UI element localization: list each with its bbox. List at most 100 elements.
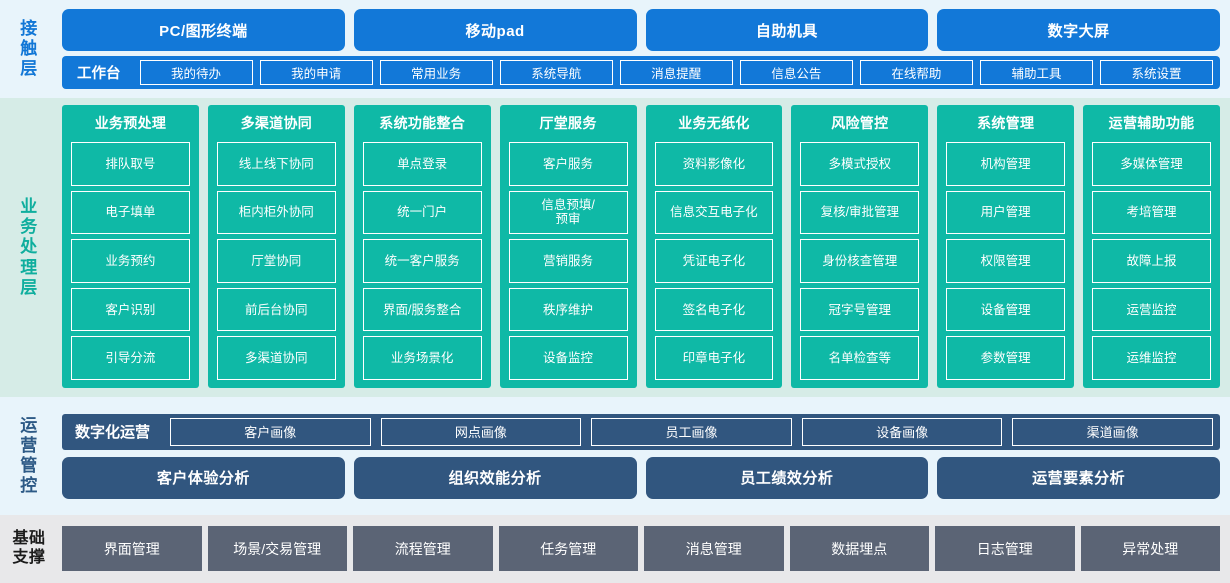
channel-card-label: PC/图形终端 <box>159 22 248 40</box>
business-column-title: 系统功能整合 <box>379 115 466 131</box>
ops-layer-label-text: 运 营 管 控 <box>20 415 38 496</box>
base-layer-body: 界面管理 场景/交易管理 流程管理 任务管理 消息管理 数据埋点 日志管理 异常… <box>58 515 1230 583</box>
workbench-item[interactable]: 在线帮助 <box>859 60 973 85</box>
base-card-label: 场景/交易管理 <box>233 540 322 557</box>
business-item[interactable]: 业务场景化 <box>362 336 482 380</box>
business-item[interactable]: 运营监控 <box>1092 287 1211 332</box>
business-column-ops-support: 运营辅助功能 多媒体管理 考培管理 故障上报 运营监控 运维监控 <box>1083 105 1220 388</box>
business-item[interactable]: 故障上报 <box>1092 239 1211 283</box>
business-item[interactable]: 排队取号 <box>71 142 190 186</box>
channel-card[interactable]: 移动pad <box>353 9 637 51</box>
business-item[interactable]: 冠字号管理 <box>800 287 920 332</box>
business-item[interactable]: 秩序维护 <box>508 287 628 332</box>
workbench-item[interactable]: 我的申请 <box>259 60 373 85</box>
business-item[interactable]: 客户服务 <box>508 142 628 186</box>
portrait-item[interactable]: 员工画像 <box>591 417 792 446</box>
portrait-item[interactable]: 设备画像 <box>801 417 1003 446</box>
business-item[interactable]: 信息预填/ 预审 <box>508 190 628 235</box>
business-item[interactable]: 签名电子化 <box>654 287 774 332</box>
analysis-card-label: 员工绩效分析 <box>740 470 834 487</box>
business-item[interactable]: 单点登录 <box>362 142 482 186</box>
business-item[interactable]: 信息交互电子化 <box>654 190 774 235</box>
workbench-item[interactable]: 常用业务 <box>379 60 493 85</box>
business-item[interactable]: 凭证电子化 <box>654 239 774 283</box>
business-column-multichannel: 多渠道协同 线上线下协同 柜内柜外协同 厅堂协同 前后台协同 多渠道协同 <box>207 105 345 388</box>
digital-operations-bar: 数字化运营 客户画像 网点画像 员工画像 设备画像 渠道画像 <box>62 413 1220 450</box>
workbench-item[interactable]: 我的待办 <box>139 60 253 85</box>
analysis-card-row: 客户体验分析 组织效能分析 员工绩效分析 运营要素分析 <box>62 456 1220 499</box>
ops-layer-label: 运 营 管 控 <box>0 397 58 515</box>
business-item[interactable]: 资料影像化 <box>654 142 774 186</box>
base-card[interactable]: 日志管理 <box>935 526 1075 571</box>
channel-card[interactable]: 自助机具 <box>645 9 929 51</box>
business-item[interactable]: 客户识别 <box>71 287 190 332</box>
business-item[interactable]: 身份核查管理 <box>800 239 920 283</box>
business-item[interactable]: 运维监控 <box>1092 336 1211 380</box>
business-item[interactable]: 电子填单 <box>71 190 190 235</box>
business-item[interactable]: 柜内柜外协同 <box>216 190 336 235</box>
business-item[interactable]: 业务预约 <box>71 239 190 283</box>
business-item[interactable]: 名单检查等 <box>800 336 920 380</box>
base-card[interactable]: 场景/交易管理 <box>207 526 347 571</box>
business-item[interactable]: 设备管理 <box>946 287 1066 332</box>
business-item[interactable]: 考培管理 <box>1092 190 1211 235</box>
business-item[interactable]: 设备监控 <box>508 336 628 380</box>
base-card[interactable]: 异常处理 <box>1080 526 1220 571</box>
base-card-label: 流程管理 <box>394 540 451 557</box>
channel-card[interactable]: PC/图形终端 <box>62 9 345 51</box>
workbench-item[interactable]: 系统导航 <box>499 60 613 85</box>
channel-card-label: 数字大屏 <box>1047 22 1110 40</box>
base-card[interactable]: 流程管理 <box>353 526 493 571</box>
business-item[interactable]: 统一门户 <box>362 190 482 235</box>
business-item[interactable]: 参数管理 <box>946 336 1066 380</box>
analysis-card[interactable]: 员工绩效分析 <box>645 456 929 499</box>
business-item[interactable]: 机构管理 <box>946 142 1066 186</box>
portrait-item[interactable]: 客户画像 <box>170 417 371 446</box>
base-card[interactable]: 消息管理 <box>644 526 784 571</box>
business-item[interactable]: 线上线下协同 <box>216 142 336 186</box>
business-item[interactable]: 用户管理 <box>946 190 1066 235</box>
ops-layer-body: 数字化运营 客户画像 网点画像 员工画像 设备画像 渠道画像 客户体验分析 组织… <box>58 397 1230 515</box>
contact-layer-label-text: 接 触 层 <box>20 18 38 79</box>
analysis-card[interactable]: 客户体验分析 <box>62 456 345 499</box>
workbench-title: 工作台 <box>77 66 121 82</box>
contact-layer-band: 接 触 层 PC/图形终端 移动pad 自助机具 数字大屏 工作台 我的待办 我… <box>0 0 1230 98</box>
business-item[interactable]: 权限管理 <box>946 239 1066 283</box>
analysis-card[interactable]: 组织效能分析 <box>353 456 637 499</box>
base-card[interactable]: 任务管理 <box>498 526 638 571</box>
business-item[interactable]: 营销服务 <box>508 239 628 283</box>
channel-card-label: 移动pad <box>465 22 525 40</box>
analysis-card[interactable]: 运营要素分析 <box>937 456 1220 499</box>
business-column-title: 业务预处理 <box>94 115 167 131</box>
digital-operations-title: 数字化运营 <box>75 424 151 441</box>
business-item[interactable]: 统一客户服务 <box>362 239 482 283</box>
workbench-item[interactable]: 系统设置 <box>1100 60 1214 85</box>
business-item[interactable]: 复核/审批管理 <box>800 190 920 235</box>
business-item[interactable]: 界面/服务整合 <box>362 287 482 332</box>
base-card[interactable]: 界面管理 <box>62 526 202 571</box>
workbench-item[interactable]: 信息公告 <box>739 60 853 85</box>
portrait-item[interactable]: 网点画像 <box>380 417 582 446</box>
base-card-label: 异常处理 <box>1122 540 1179 557</box>
workbench-item-label: 信息公告 <box>771 67 822 81</box>
business-item[interactable]: 多媒体管理 <box>1092 142 1211 186</box>
base-card[interactable]: 数据埋点 <box>789 526 929 571</box>
business-column-risk-control: 风险管控 多模式授权 复核/审批管理 身份核查管理 冠字号管理 名单检查等 <box>791 105 929 388</box>
business-layer-label-text: 业 务 处 理 层 <box>20 197 38 297</box>
business-item[interactable]: 厅堂协同 <box>216 239 336 283</box>
analysis-card-label: 组织效能分析 <box>448 470 542 487</box>
portrait-item[interactable]: 渠道画像 <box>1012 417 1213 446</box>
channel-card-label: 自助机具 <box>755 22 818 40</box>
base-card-label: 界面管理 <box>103 540 160 557</box>
portrait-item-label: 设备画像 <box>876 425 929 440</box>
workbench-item[interactable]: 消息提醒 <box>619 60 733 85</box>
business-item[interactable]: 多模式授权 <box>800 142 920 186</box>
business-column-title: 运营辅助功能 <box>1108 115 1195 131</box>
business-item[interactable]: 印章电子化 <box>654 336 774 380</box>
channel-card[interactable]: 数字大屏 <box>937 9 1220 51</box>
business-item[interactable]: 多渠道协同 <box>216 336 336 380</box>
business-item[interactable]: 引导分流 <box>71 336 190 380</box>
portrait-item-label: 员工画像 <box>665 425 718 440</box>
business-item[interactable]: 前后台协同 <box>216 287 336 332</box>
workbench-item[interactable]: 辅助工具 <box>979 60 1093 85</box>
